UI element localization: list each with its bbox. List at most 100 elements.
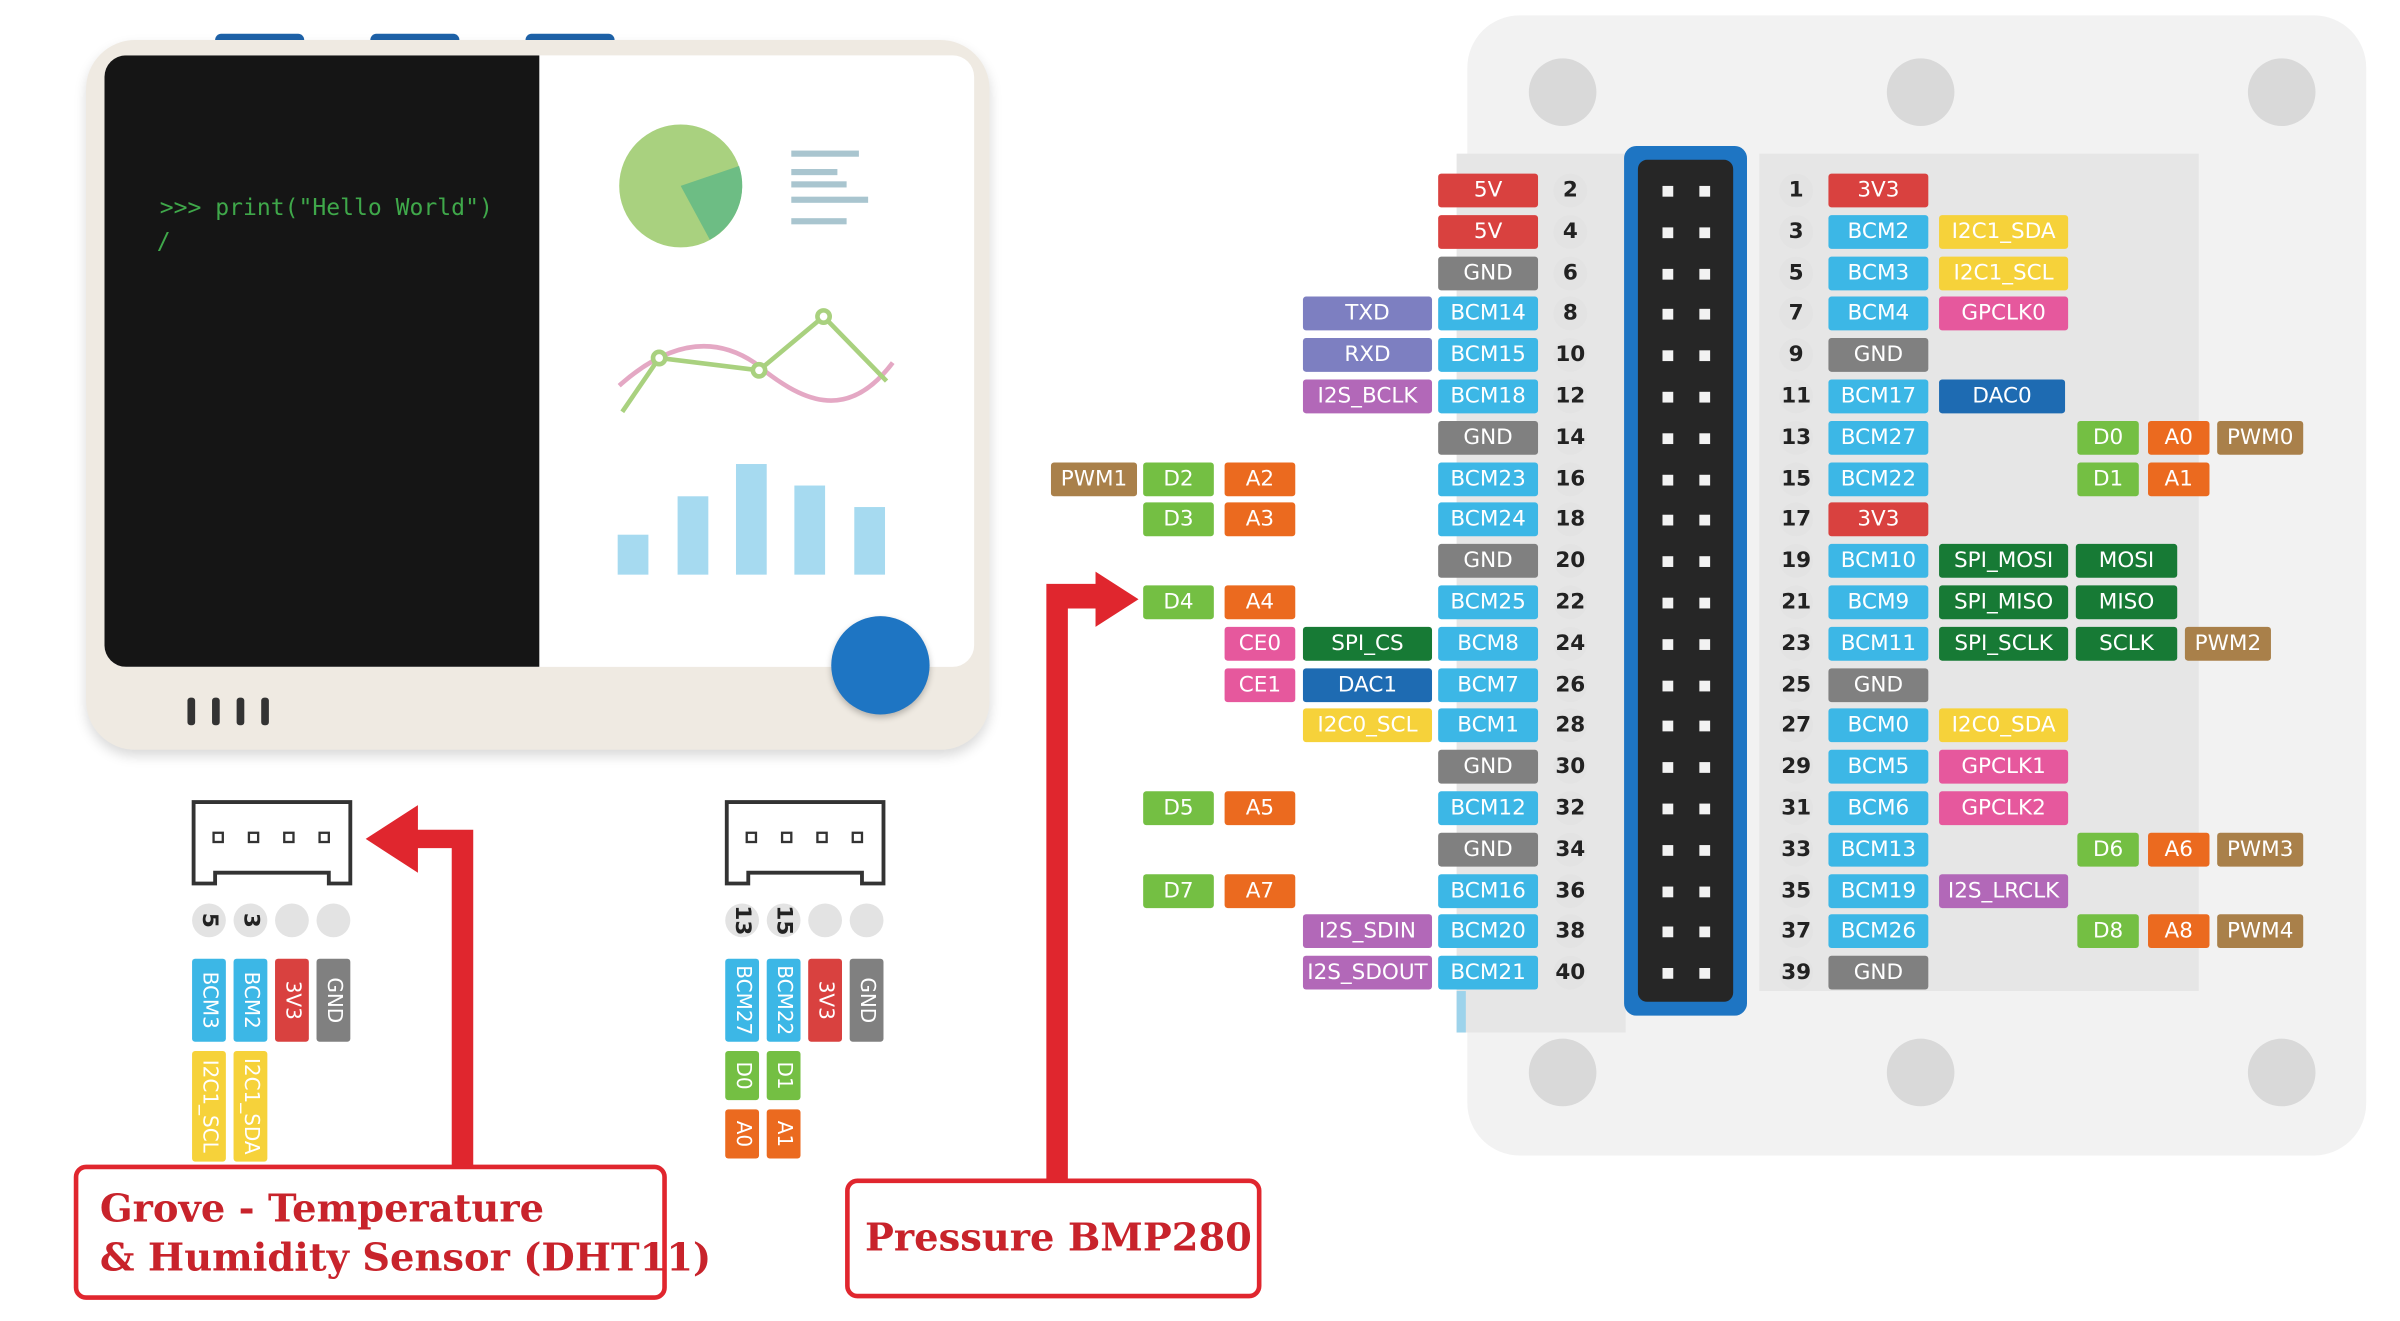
pin-number: 40: [1553, 955, 1588, 990]
pin-function-a0: A0: [2148, 420, 2210, 455]
pin-number: 14: [1553, 420, 1588, 455]
mount-hole: [1886, 58, 1955, 126]
board-panel-accent: [1456, 991, 1466, 1033]
pin-number: 31: [1779, 791, 1814, 826]
pin-function-i2c1_sda: I2C1_SDA: [1939, 214, 2069, 249]
pin-number: 13: [1779, 420, 1814, 455]
header-pin: [1699, 432, 1711, 444]
pin-number: 24: [1553, 626, 1588, 661]
header-pin: [1662, 638, 1674, 650]
pin-number: 19: [1779, 544, 1814, 579]
header-pin: [1662, 844, 1674, 856]
header-pin: [1699, 927, 1711, 938]
pin-label-bcm3: BCM3: [1828, 255, 1929, 290]
pin-label-5v: 5V: [1438, 173, 1539, 208]
header-pin: [1699, 268, 1711, 280]
header-pin: [1699, 227, 1711, 238]
pin-number: 7: [1779, 297, 1814, 331]
header-pin: [1699, 515, 1711, 527]
header-pin: [1699, 474, 1711, 485]
pin-label-bcm4: BCM4: [1828, 297, 1929, 331]
device-home-button[interactable]: [831, 616, 930, 715]
pin-function-a5: A5: [1224, 791, 1296, 826]
pin-function-pwm2: PWM2: [2184, 626, 2271, 661]
pin-number: 39: [1779, 955, 1814, 990]
pin-number: 5: [1779, 255, 1814, 290]
pin-label-bcm12: BCM12: [1438, 791, 1539, 826]
pin-function-d1: D1: [2077, 461, 2139, 496]
bar-chart-icon: [617, 464, 886, 575]
grove-signal-3v3: 3V3: [275, 958, 309, 1042]
pin-function-i2s_sdin: I2S_SDIN: [1302, 914, 1433, 949]
mount-hole: [1528, 58, 1597, 126]
grove-signal-3v3: 3V3: [808, 958, 843, 1042]
mount-hole: [2247, 1038, 2316, 1107]
pin-function-gpclk0: GPCLK0: [1939, 297, 2069, 331]
mount-hole: [1886, 1038, 1955, 1107]
header-pin: [1699, 968, 1711, 980]
pin-label-bcm0: BCM0: [1828, 708, 1929, 743]
pin-label-bcm21: BCM21: [1438, 955, 1539, 990]
header-pin: [1662, 721, 1674, 732]
pin-label-gnd: GND: [1438, 832, 1539, 867]
pin-function-sclk: SCLK: [2075, 626, 2178, 661]
header-pin: [1662, 556, 1674, 568]
dashboard-pane: [617, 124, 895, 575]
header-pin: [1662, 927, 1674, 938]
terminal-code: >>> print("Hello World"): [159, 193, 493, 222]
header-pin: [1699, 391, 1711, 403]
pin-label-bcm26: BCM26: [1828, 914, 1929, 949]
pin-function-a2: A2: [1224, 461, 1296, 496]
pin-function-a6: A6: [2148, 832, 2210, 867]
header-pin: [1699, 885, 1711, 897]
pin-function-miso: MISO: [2075, 585, 2178, 620]
mount-hole: [1528, 1038, 1597, 1107]
pin-function-spi_mosi: SPI_MOSI: [1939, 544, 2069, 579]
grove-signal-a1: A1: [766, 1109, 801, 1159]
pin-function-gpclk1: GPCLK1: [1939, 750, 2069, 784]
device-screen: >>> print("Hello World") /: [104, 55, 975, 667]
pin-number: 29: [1779, 750, 1814, 784]
pin-number: 30: [1553, 750, 1588, 784]
header-pin: [1662, 597, 1674, 609]
pin-number: 21: [1779, 585, 1814, 620]
header-pin: [1662, 268, 1674, 280]
callout-bmp280-text: Pressure BMP280: [865, 1215, 1252, 1260]
pin-function-a7: A7: [1224, 873, 1296, 908]
pin-label-bcm22: BCM22: [1828, 461, 1929, 496]
header-pin: [1699, 680, 1711, 691]
pin-number: 36: [1553, 873, 1588, 908]
pin-function-ce0: CE0: [1224, 626, 1296, 661]
pin-number: 32: [1553, 791, 1588, 826]
pin-label-bcm9: BCM9: [1828, 585, 1929, 620]
pin-number: 4: [1553, 214, 1588, 249]
grove-signal-i2c1_scl: I2C1_SCL: [192, 1050, 226, 1162]
header-pin: [1662, 391, 1674, 403]
pin-function-a3: A3: [1224, 503, 1296, 537]
pin-function-d4: D4: [1143, 585, 1214, 620]
pin-number: 18: [1553, 503, 1588, 537]
pin-function-d2: D2: [1143, 461, 1214, 496]
arrow-to-d4: [1046, 571, 1139, 1190]
text-lines-icon: [791, 150, 869, 225]
gpio-header-inner: [1637, 159, 1734, 1002]
grove-signal-bcm22: BCM22: [766, 958, 801, 1042]
pin-number: 28: [1553, 708, 1588, 743]
pin-function-i2s_lrclk: I2S_LRCLK: [1939, 873, 2069, 908]
callout-dht11: Grove - Temperature & Humidity Sensor (D…: [73, 1164, 711, 1300]
pin-label-gnd: GND: [1438, 750, 1539, 784]
pie-chart-icon: [619, 124, 743, 248]
pin-number: 12: [1553, 379, 1588, 414]
pin-function-pwm1: PWM1: [1050, 461, 1138, 496]
callout-dht11-line2: & Humidity Sensor (DHT11): [99, 1235, 712, 1280]
pin-function-d0: D0: [2077, 420, 2139, 455]
pin-number: 34: [1553, 832, 1588, 867]
pin-label-bcm1: BCM1: [1438, 708, 1539, 743]
pin-number: 20: [1553, 544, 1588, 579]
pin-label-bcm25: BCM25: [1438, 585, 1539, 620]
pin-number: 2: [1553, 173, 1588, 208]
pin-function-pwm4: PWM4: [2217, 914, 2304, 949]
